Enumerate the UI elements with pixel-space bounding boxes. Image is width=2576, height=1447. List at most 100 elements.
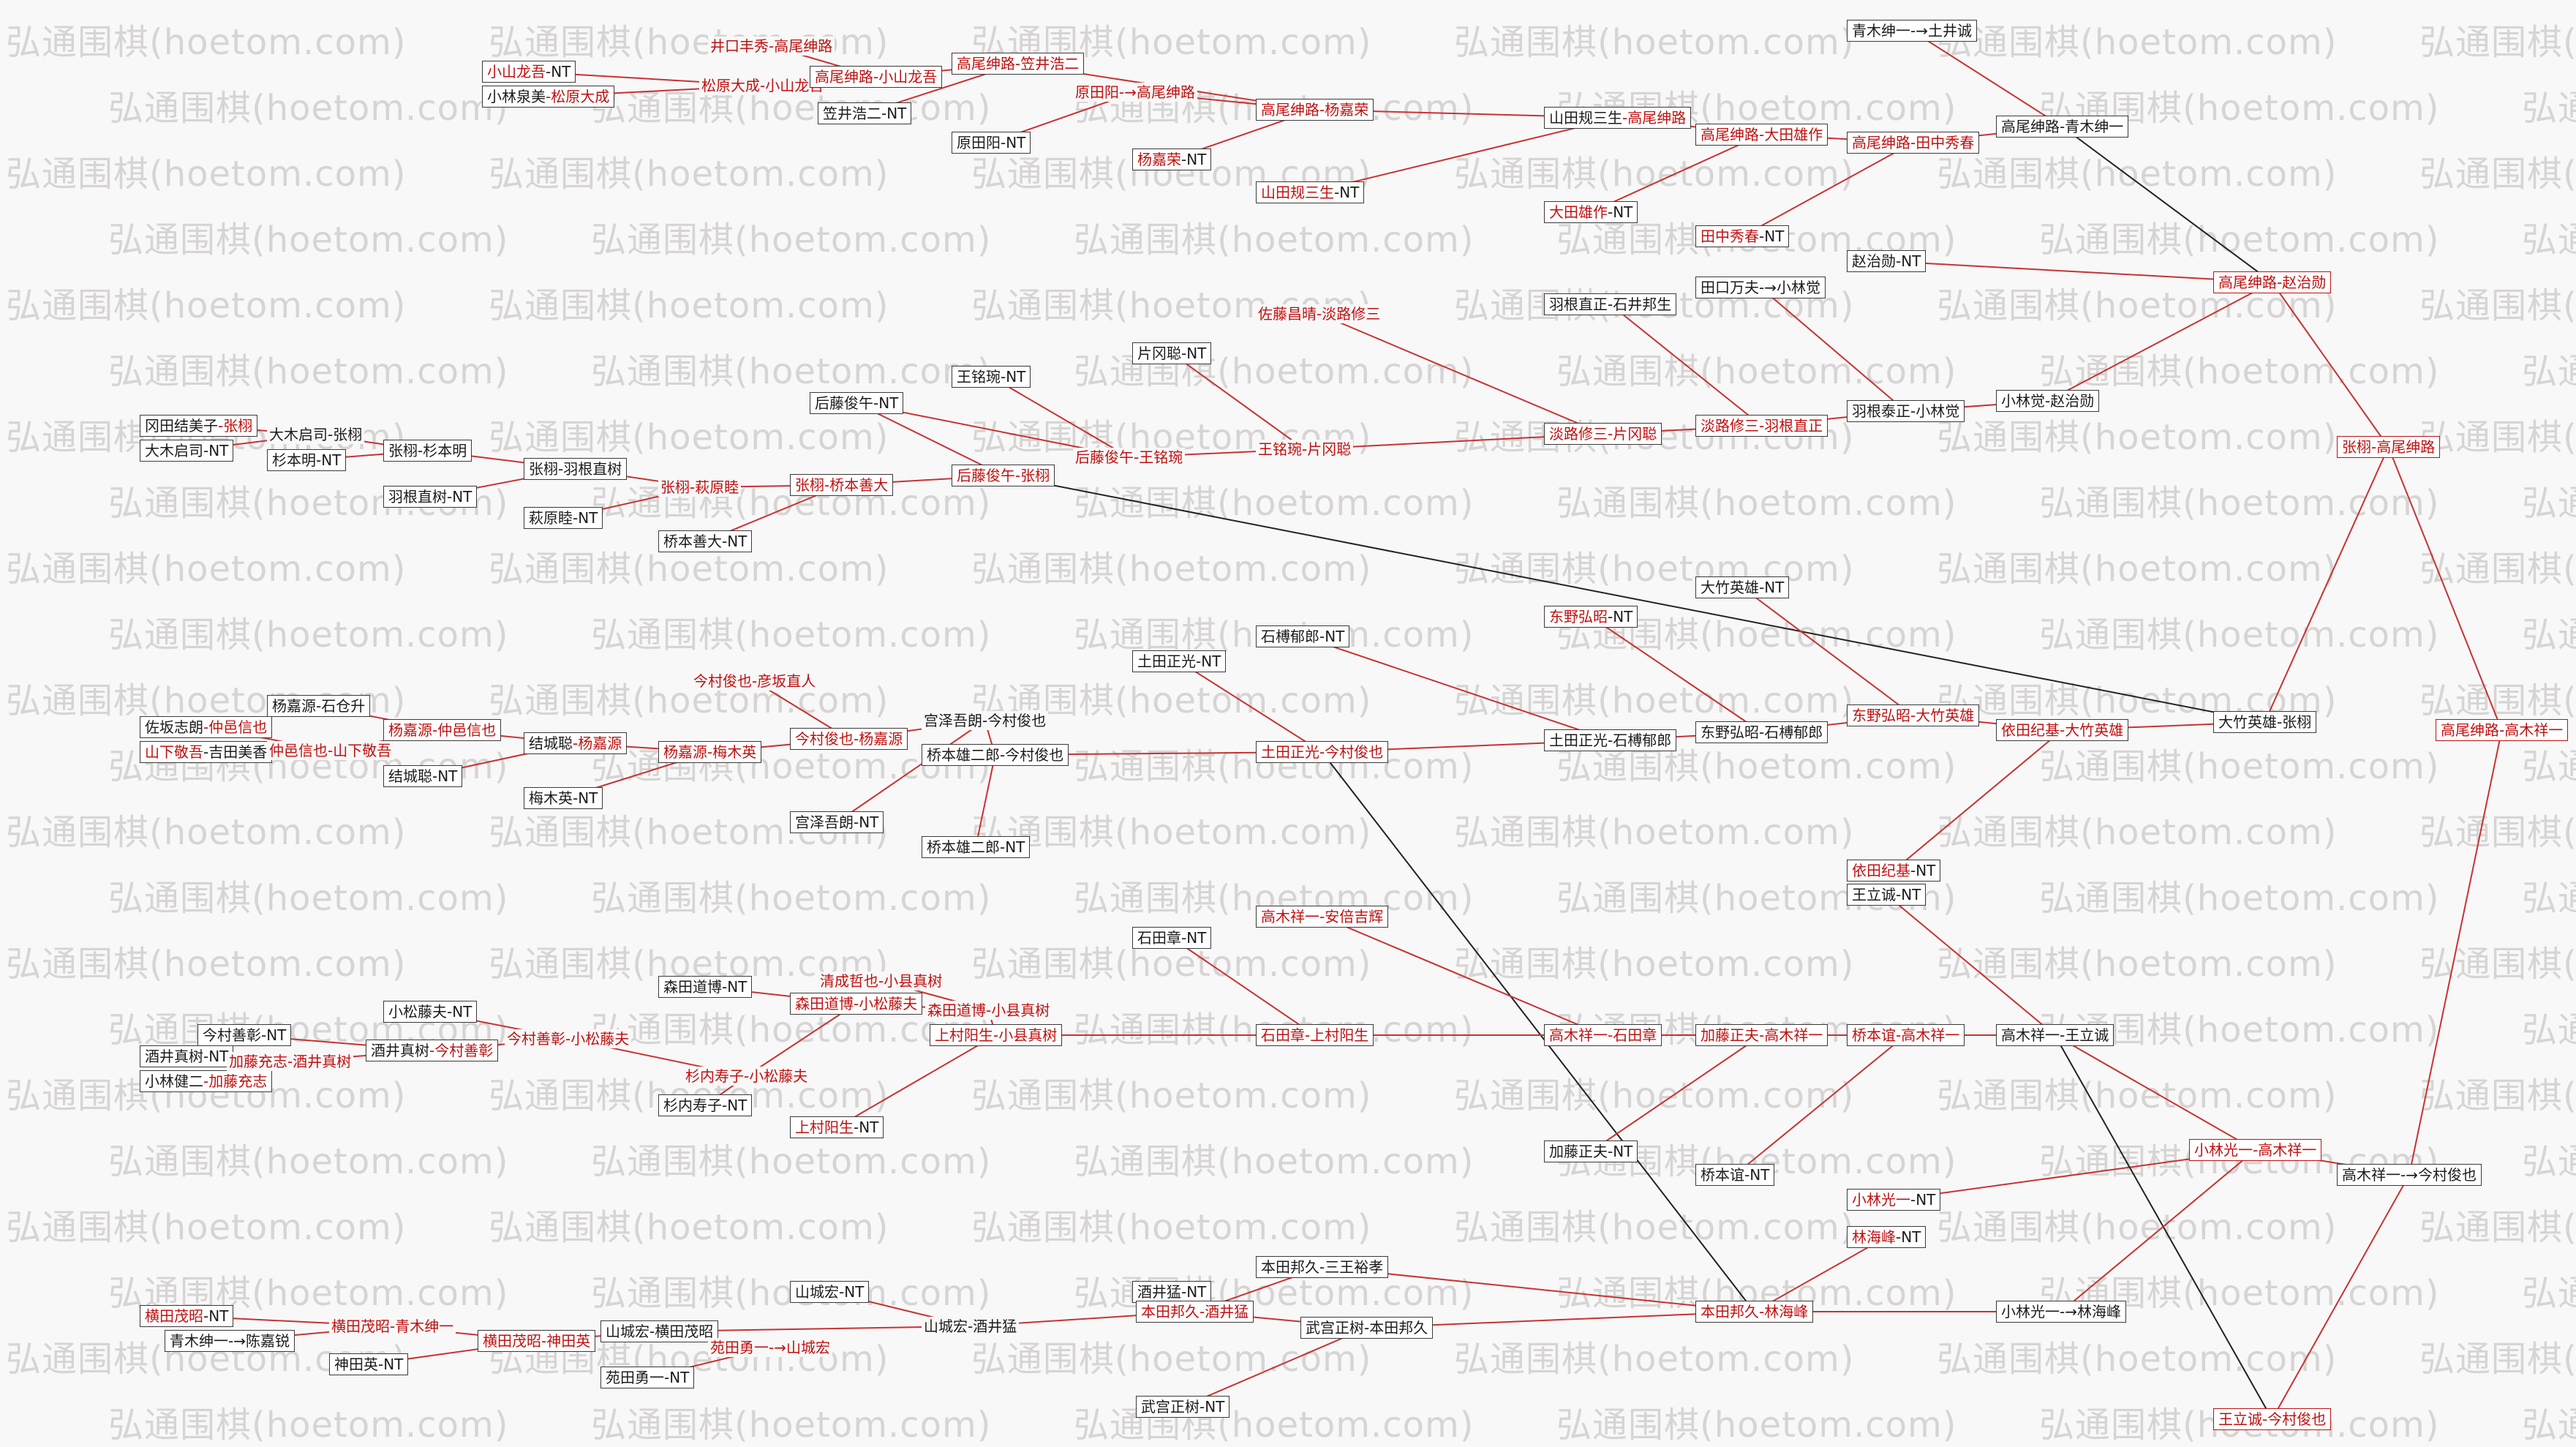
watermark-text: 弘通围棋(hoetom.com) — [591, 219, 992, 260]
match-node-n9: 原田阳-→高尾绅路 — [1073, 83, 1197, 102]
match-node-n28: 淡路修三-片冈聪 — [1544, 423, 1662, 445]
match-node-n80: 森田道博-小县真树 — [925, 1001, 1052, 1020]
match-node-n109: 神田英-NT — [329, 1353, 409, 1375]
bracket-line-red — [1590, 134, 1762, 213]
watermark-text: 弘通围棋(hoetom.com) — [1454, 680, 1855, 721]
watermark-text: 弘通围棋(hoetom.com) — [108, 1141, 509, 1182]
match-node-n22: 田口万夫-→小林觉 — [1695, 277, 1826, 298]
match-node-n100: 小林光一-高木祥一 — [2189, 1139, 2322, 1161]
match-node-n90: 上村阳生-小县真树 — [930, 1024, 1063, 1046]
bracket-line-red — [1760, 287, 1907, 412]
watermark-text: 弘通围棋(hoetom.com) — [2522, 1010, 2576, 1051]
watermark-text: 弘通围棋(hoetom.com) — [2522, 219, 2576, 260]
match-node-n63: 桥本雄二郎-今村俊也 — [922, 744, 1069, 766]
watermark-text: 弘通围棋(hoetom.com) — [2419, 680, 2576, 721]
match-node-n13: 山田规三生-高尾绅路 — [1544, 107, 1692, 129]
match-node-n75: 高木祥一-安倍吉辉 — [1256, 906, 1389, 928]
match-node-n71: 大竹英雄-张栩 — [2213, 711, 2317, 733]
match-node-n34: 后藤俊午-王铭琬 — [1073, 448, 1186, 467]
bracket-line-red — [745, 1003, 857, 1077]
match-node-n56: 仲邑信也-山下敬吾 — [267, 741, 394, 760]
match-node-n37: 大木启司-NT — [140, 440, 234, 462]
watermark-text: 弘通围棋(hoetom.com) — [489, 154, 889, 195]
match-node-n114: 山城宏-酒井猛 — [922, 1317, 1020, 1336]
watermark-text: 弘通围棋(hoetom.com) — [1454, 1075, 1855, 1116]
match-node-n77: 清成哲也-小县真树 — [818, 971, 945, 991]
match-node-n105: 山城宏-NT — [790, 1281, 870, 1303]
bracket-line-red — [975, 754, 996, 848]
bracket-line-red — [1741, 142, 1913, 237]
watermark-text: 弘通围棋(hoetom.com) — [108, 614, 509, 655]
match-node-n108: 横田茂昭-青木绅一 — [329, 1317, 456, 1336]
watermark-text: 弘通围棋(hoetom.com) — [1937, 549, 2338, 590]
watermark-text: 弘通围棋(hoetom.com) — [2419, 1339, 2576, 1380]
match-node-n48: 东野弘昭-NT — [1544, 606, 1638, 628]
watermark-text: 弘通围棋(hoetom.com) — [489, 285, 889, 326]
match-node-n96: 高木祥一-王立诚 — [1996, 1024, 2114, 1046]
bracket-line-red — [2271, 1174, 2410, 1420]
match-node-n97: 加藤正夫-NT — [1544, 1140, 1638, 1162]
watermark-text: 弘通围棋(hoetom.com) — [2419, 22, 2576, 63]
watermark-text: 弘通围棋(hoetom.com) — [2039, 614, 2440, 655]
watermark-text: 弘通围棋(hoetom.com) — [1074, 1141, 1475, 1182]
watermark-text: 弘通围棋(hoetom.com) — [971, 549, 1372, 590]
watermark-text: 弘通围棋(hoetom.com) — [2522, 614, 2576, 655]
match-node-n116: 武宫正树-本田邦久 — [1300, 1317, 1434, 1339]
bracket-line-black — [2061, 126, 2273, 283]
match-node-n95: 桥本谊-高木祥一 — [1847, 1024, 1965, 1046]
match-node-n14: 高尾绅路-大田雄作 — [1695, 124, 1829, 146]
match-node-n67: 土田正光-石榑郁郎 — [1544, 729, 1677, 751]
match-node-n21: 赵治勋-NT — [1847, 250, 1927, 272]
match-node-n3: 小林泉美-松原大成 — [482, 86, 615, 108]
watermark-text: 弘通围棋(hoetom.com) — [591, 351, 992, 392]
match-node-n101: 高木祥一-→今村俊也 — [2337, 1164, 2482, 1186]
watermark-text: 弘通围棋(hoetom.com) — [1074, 483, 1475, 524]
match-node-n99: 小林光一-NT — [1847, 1189, 1941, 1211]
match-node-n70: 依田纪基-大竹英雄 — [1996, 719, 2129, 741]
bracket-line-red — [1171, 937, 1316, 1036]
bracket-line-red — [1609, 304, 1763, 426]
match-node-n60: 梅木英-NT — [524, 787, 603, 809]
match-node-n86: 酒井真树-今村善彰 — [366, 1040, 499, 1061]
match-node-n5: 高尾绅路-小山龙吾 — [810, 66, 943, 88]
bracket-line-red — [2047, 282, 2272, 402]
watermark-text: 弘通围棋(hoetom.com) — [2522, 483, 2576, 524]
match-node-n44: 张栩-萩原睦 — [658, 478, 742, 497]
watermark-text: 弘通围棋(hoetom.com) — [1937, 417, 2338, 458]
watermark-text: 弘通围棋(hoetom.com) — [489, 680, 889, 721]
bracket-line-red — [1886, 894, 2056, 1036]
match-node-n113: 苑田勇一-NT — [600, 1367, 695, 1388]
match-node-n120: 王立诚-今村俊也 — [2213, 1408, 2332, 1430]
watermark-text: 弘通围棋(hoetom.com) — [6, 944, 407, 985]
bracket-line-red — [1590, 1034, 1763, 1152]
match-node-n69: 东野弘昭-大竹英雄 — [1847, 704, 1980, 726]
match-node-n103: 本田邦久-三王裕孝 — [1256, 1256, 1389, 1278]
match-node-n6: 高尾绅路-笠井浩二 — [952, 53, 1085, 75]
watermark-text: 弘通围棋(hoetom.com) — [2522, 1273, 2576, 1314]
match-node-n52: 杨嘉源-石仓升 — [267, 695, 371, 717]
match-node-n62: 宫泽吾朗-今村俊也 — [922, 711, 1049, 730]
bracket-line-red — [1590, 616, 1763, 733]
bracket-line-red — [2055, 1034, 2256, 1151]
watermark-text: 弘通围棋(hoetom.com) — [591, 1010, 992, 1051]
match-node-n2: 小山龙吾-NT — [482, 61, 576, 83]
match-node-n27: 后藤俊午-NT — [810, 392, 904, 414]
watermark-text: 弘通围棋(hoetom.com) — [1454, 944, 1855, 985]
match-node-n1: 井口丰秀-高尾绅路 — [708, 37, 835, 56]
match-node-n91: 上村阳生-NT — [790, 1116, 884, 1138]
bracket-line-red — [856, 402, 1003, 476]
match-node-n111: 山城宏-横田茂昭 — [600, 1320, 719, 1342]
watermark-text: 弘通围棋(hoetom.com) — [1074, 219, 1475, 260]
bracket-line-red — [1754, 1236, 1887, 1312]
watermark-text: 弘通围棋(hoetom.com) — [2039, 746, 2440, 787]
watermark-text: 弘通围棋(hoetom.com) — [971, 1339, 1372, 1380]
match-node-n119: 武宫正树-NT — [1136, 1396, 1230, 1418]
watermark-text: 弘通围棋(hoetom.com) — [1937, 154, 2338, 195]
match-node-n89: 杉内寿子-NT — [658, 1094, 753, 1116]
bracket-line-red — [2271, 282, 2389, 448]
watermark-text: 弘通围棋(hoetom.com) — [1937, 944, 2338, 985]
match-node-n29: 淡路修三-羽根直正 — [1695, 415, 1829, 437]
match-node-n79: 森田道博-小松藤夫 — [790, 993, 923, 1015]
match-node-n38: 大木启司-张栩 — [267, 425, 365, 444]
